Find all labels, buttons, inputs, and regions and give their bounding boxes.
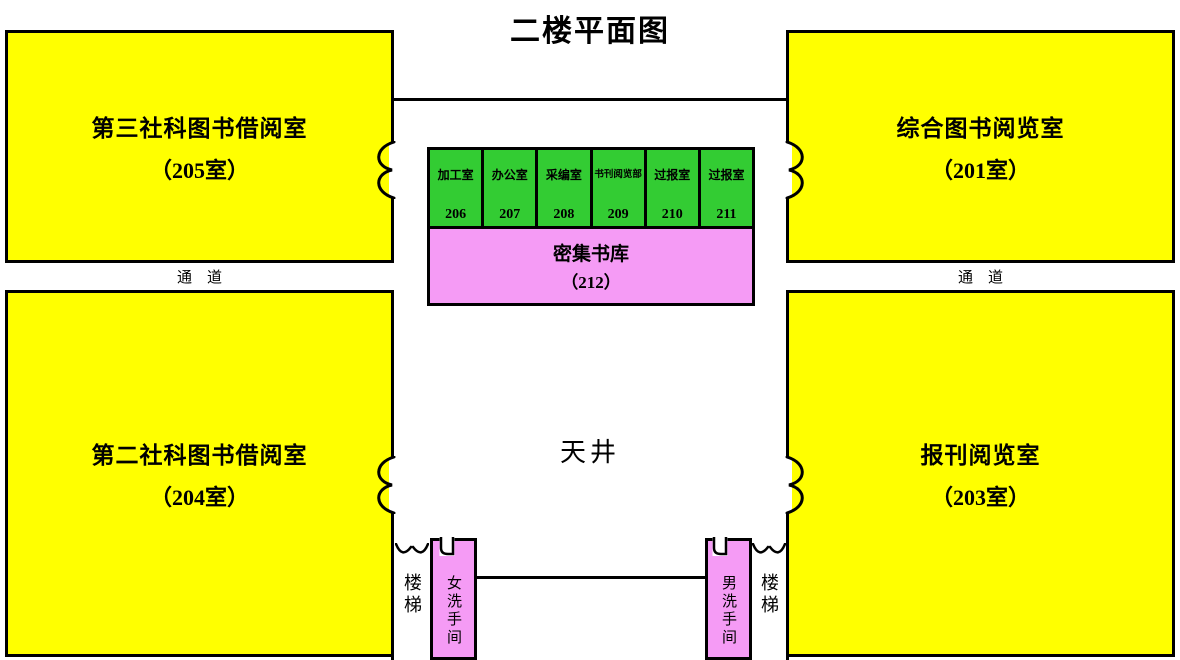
office-210-number: 210 (661, 207, 683, 222)
room-204: 第二社科图书借阅室 （204室） (5, 290, 394, 657)
office-211-name: 过报室 (708, 168, 745, 182)
double-door-icon (785, 456, 804, 514)
office-210-name: 过报室 (654, 168, 691, 182)
door-gap-203 (784, 458, 792, 512)
room-204-number: （204室） (149, 484, 249, 510)
office-207-number: 207 (499, 207, 521, 222)
door-gap-201 (784, 143, 792, 197)
office-cell-211: 过报室 211 (697, 150, 752, 226)
office-cell-209: 书刊阅览部 209 (589, 150, 644, 226)
room-205-name: 第三社科图书借阅室 (91, 115, 308, 141)
stack-room-212: 密集书库 （212） (427, 226, 755, 306)
office-cell-207: 办公室 207 (481, 150, 535, 226)
room-201-name: 综合图书阅览室 (896, 115, 1065, 141)
room-203: 报刊阅览室 （203室） (786, 290, 1175, 657)
wc-men-label: 男洗手间 (720, 575, 736, 647)
room-203-number: （203室） (930, 484, 1030, 510)
double-door-icon (377, 141, 396, 199)
room-201-number: （201室） (930, 157, 1030, 183)
courtyard-label: 天井 (559, 438, 620, 467)
office-206-number: 206 (445, 207, 467, 222)
office-cell-206: 加工室 206 (430, 150, 481, 226)
office-209-name: 书刊阅览部 (594, 170, 642, 180)
corridor-right-label: 通 道 (957, 270, 1003, 286)
room-205-number: （205室） (149, 157, 249, 183)
office-block: 加工室 206 办公室 207 采编室 208 书刊阅览部 209 过报室 21… (427, 147, 755, 229)
double-door-icon (377, 456, 396, 514)
office-211-number: 211 (716, 207, 737, 222)
door-gap-204 (389, 458, 397, 512)
stairs-left: 楼梯 (391, 545, 433, 660)
wc-men: 男洗手间 (705, 538, 752, 660)
wc-women: 女洗手间 (430, 538, 477, 660)
office-206-name: 加工室 (437, 168, 474, 182)
stack-room-name: 密集书库 (552, 244, 629, 265)
stairs-right: 楼梯 (749, 545, 789, 660)
wc-door-notch-icon (712, 537, 728, 556)
corridor-left: 通 道 (5, 260, 394, 293)
room-205: 第三社科图书借阅室 （205室） (5, 30, 394, 263)
wc-door-notch-icon (439, 537, 455, 556)
wc-women-label: 女洗手间 (445, 575, 461, 647)
office-207-name: 办公室 (491, 168, 528, 182)
room-201: 综合图书阅览室 （201室） (786, 30, 1175, 263)
top-center-wall (391, 98, 789, 101)
corridor-left-label: 通 道 (176, 270, 222, 286)
office-cell-210: 过报室 210 (643, 150, 698, 226)
door-gap-205 (389, 143, 397, 197)
stair-door-icon (395, 543, 429, 554)
office-cell-208: 采编室 208 (535, 150, 589, 226)
stairs-right-label: 楼梯 (759, 573, 779, 617)
office-209-number: 209 (607, 207, 629, 222)
stairs-left-label: 楼梯 (402, 573, 422, 617)
corridor-right: 通 道 (786, 260, 1175, 293)
office-208-name: 采编室 (545, 168, 582, 182)
stack-room-number: （212） (561, 273, 621, 292)
double-door-icon (785, 141, 804, 199)
page-title: 二楼平面图 (510, 15, 670, 48)
stair-door-icon (752, 543, 786, 554)
room-204-name: 第二社科图书借阅室 (91, 442, 308, 468)
office-208-number: 208 (553, 207, 575, 222)
room-203-name: 报刊阅览室 (920, 442, 1041, 468)
bottom-center-wall (475, 576, 707, 579)
